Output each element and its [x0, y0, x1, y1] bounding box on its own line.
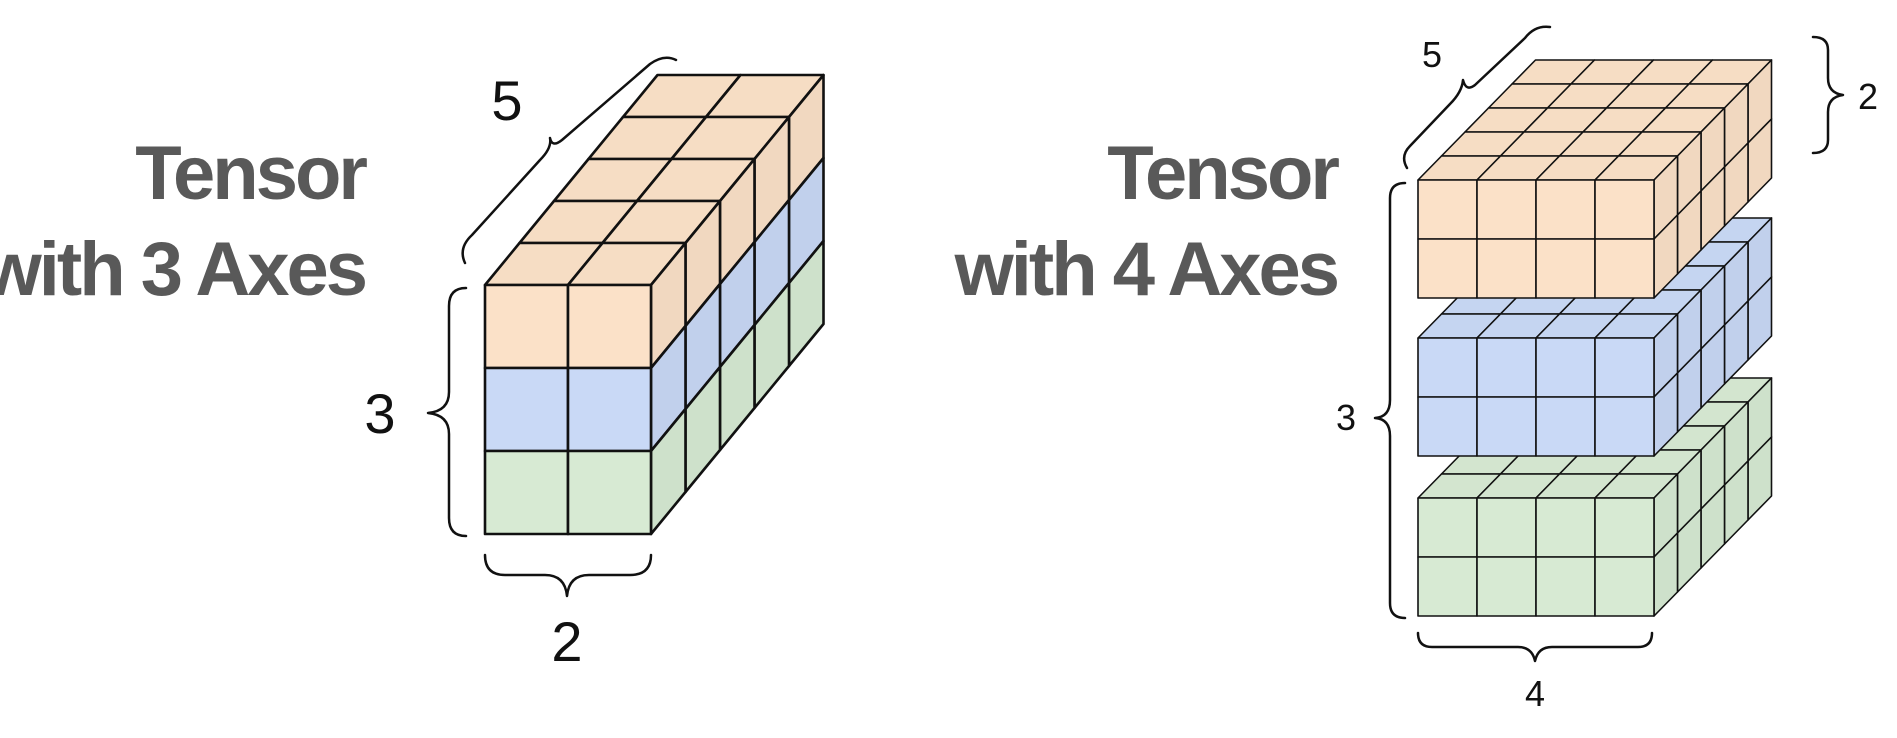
- right-depth-label: 5: [1422, 34, 1442, 75]
- right-layer-3-front-cell: [1594, 556, 1655, 617]
- right-layer-3-front-cell: [1535, 497, 1596, 558]
- right-layer-3-front-cell: [1594, 497, 1655, 558]
- right-layer-1: [1417, 59, 1773, 299]
- right-layer-1-front-cell: [1594, 238, 1655, 299]
- left-width-brace: [483, 553, 653, 598]
- left-cube-front-cell: [483, 283, 570, 370]
- right-width-brace: [1416, 631, 1654, 663]
- right-layer-2-front-cell: [1535, 396, 1596, 457]
- right-layer-2-front-cell: [1417, 337, 1478, 398]
- right-layer-1-front-cell: [1476, 179, 1537, 240]
- right-layer-3-front-cell: [1476, 556, 1537, 617]
- right-depth-brace: [1402, 25, 1552, 170]
- left-depth-label: 5: [491, 69, 522, 132]
- right-layer-3-front-cell: [1417, 497, 1478, 558]
- right-layer-2-front-cell: [1417, 396, 1478, 457]
- left-height-label: 3: [364, 382, 395, 445]
- right-layer-1-front-cell: [1476, 238, 1537, 299]
- right-layer-height-label: 2: [1858, 76, 1878, 117]
- right-layer-1-front-cell: [1594, 179, 1655, 240]
- tensor-4-axes: [1417, 59, 1773, 617]
- left-depth-brace: [461, 56, 678, 265]
- right-layer-2-front-cell: [1476, 337, 1537, 398]
- left-cube-front-cell: [566, 366, 653, 453]
- right-layer-2-front-cell: [1535, 337, 1596, 398]
- left-height-brace: [426, 286, 468, 538]
- right-stack-label: 3: [1336, 397, 1356, 438]
- left-width-label: 2: [551, 610, 582, 673]
- right-layer-1-front-cell: [1417, 179, 1478, 240]
- left-cube-front-cell: [566, 283, 653, 370]
- right-title-line-1: Tensor: [1107, 131, 1339, 216]
- right-title-line-2: with 4 Axes: [954, 227, 1338, 312]
- right-layer-2-front-cell: [1476, 396, 1537, 457]
- left-cube-front-cell: [483, 366, 570, 453]
- right-layer-1-front-cell: [1535, 238, 1596, 299]
- right-layer-height-brace: [1811, 35, 1845, 155]
- right-stack-brace: [1373, 181, 1407, 620]
- left-cube-front-cell: [483, 449, 570, 536]
- left-cube: [483, 73, 825, 536]
- left-title-line-1: Tensor: [135, 131, 367, 216]
- right-layer-3-front-cell: [1535, 556, 1596, 617]
- right-width-label: 4: [1525, 673, 1545, 714]
- right-layer-3-front-cell: [1417, 556, 1478, 617]
- right-layer-2-front-cell: [1594, 337, 1655, 398]
- right-layer-3-front-cell: [1476, 497, 1537, 558]
- left-cube-front-cell: [566, 449, 653, 536]
- left-title-line-2: with 3 Axes: [0, 227, 366, 312]
- right-layer-2-front-cell: [1594, 396, 1655, 457]
- tensor-3-axes: [483, 73, 825, 536]
- right-layer-1-front-cell: [1535, 179, 1596, 240]
- right-layer-1-front-cell: [1417, 238, 1478, 299]
